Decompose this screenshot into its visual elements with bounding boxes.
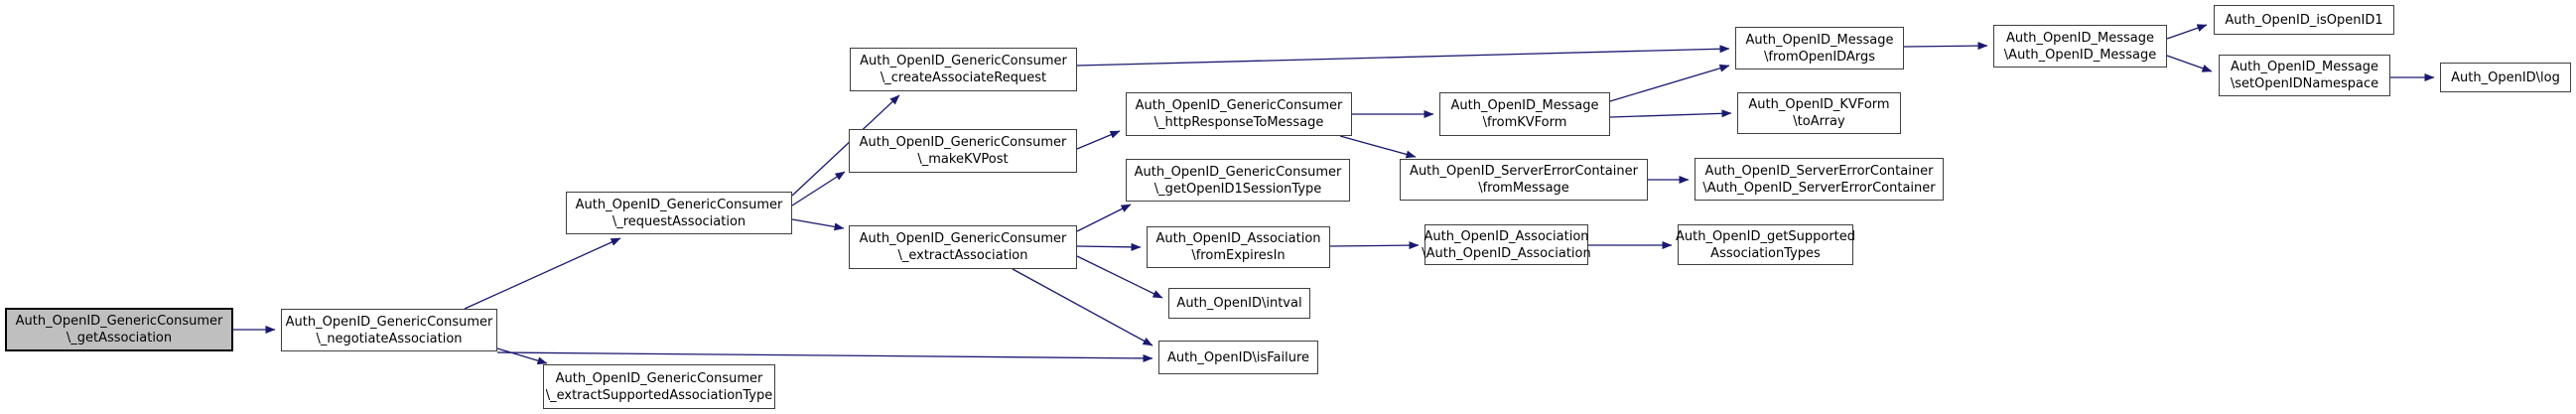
node-label: Auth_OpenID_GenericConsumer (15, 314, 223, 329)
node-messageCtor[interactable]: Auth_OpenID_Message \Auth_OpenID_Message (1993, 25, 2167, 68)
node-label: \fromMessage (1478, 181, 1569, 196)
node-label: \Auth_OpenID_Association (1422, 245, 1591, 261)
node-label: \Auth_OpenID_Message (2003, 47, 2157, 63)
node-intval[interactable]: Auth_OpenID\intval (1168, 288, 1310, 319)
edge-negotiateAssociation-isFailure (496, 351, 1153, 362)
edge-negotiateAssociation-requestAssociation (464, 237, 621, 310)
node-serverErrorFromMessage[interactable]: Auth_OpenID_ServerErrorContainer \fromMe… (1400, 159, 1648, 201)
edge-extractAssociation-isFailure (1012, 268, 1153, 346)
node-label: Auth_OpenID_isOpenID1 (2225, 12, 2383, 28)
node-negotiateAssociation[interactable]: Auth_OpenID_GenericConsumer \_negotiateA… (281, 309, 497, 351)
node-label: \_httpResponseToMessage (1153, 115, 1324, 130)
node-label: Auth_OpenID_Association (1424, 228, 1589, 244)
node-isOpenID1[interactable]: Auth_OpenID_isOpenID1 (2214, 5, 2394, 35)
edge-negotiateAssociation-extractSupportedAssociationType (496, 347, 548, 365)
node-label: Auth_OpenID_GenericConsumer (859, 231, 1067, 246)
node-label: Auth_OpenID\log (2451, 69, 2560, 85)
edge-fromOpenIDArgs-messageCtor (1903, 42, 1988, 51)
node-kvformToArray[interactable]: Auth_OpenID_KVForm \toArray (1737, 92, 1901, 134)
node-serverErrorCtor[interactable]: Auth_OpenID_ServerErrorContainer \Auth_O… (1695, 158, 1944, 201)
edge-fromKVForm-fromOpenIDArgs (1609, 64, 1730, 102)
node-label: Auth_OpenID_GenericConsumer (555, 370, 763, 386)
edge-httpResponseToMessage-fromMessage (1339, 135, 1417, 159)
node-getSupportedAssociationTypes[interactable]: Auth_OpenID_getSupported AssociationType… (1675, 224, 1856, 265)
node-isFailure[interactable]: Auth_OpenID\isFailure (1158, 341, 1318, 374)
node-label: Auth_OpenID_ServerErrorContainer (1704, 163, 1934, 179)
node-label: \_extractAssociation (897, 248, 1028, 263)
node-label: \_extractSupportedAssociationType (545, 387, 773, 403)
edge-makeKVPost-httpResponseToMessage (1076, 130, 1121, 150)
node-label: Auth_OpenID_GenericConsumer (860, 54, 1067, 69)
edge-messageCtor-isOpenID1 (2166, 24, 2208, 40)
node-associationCtor[interactable]: Auth_OpenID_Association \Auth_OpenID_Ass… (1422, 224, 1591, 265)
node-label: Auth_OpenID_Message (2005, 30, 2154, 46)
node-httpResponseToMessage[interactable]: Auth_OpenID_GenericConsumer \_httpRespon… (1126, 92, 1352, 136)
node-label: \_negotiateAssociation (316, 331, 463, 346)
node-label: \Auth_OpenID_ServerErrorContainer (1702, 180, 1936, 196)
edge-requestAssociation-makeKVPost (791, 171, 846, 207)
node-label: Auth_OpenID_Association (1155, 231, 1321, 246)
edge-extractAssociation-fromExpiresIn (1076, 242, 1142, 251)
node-label: \_makeKVPost (917, 152, 1009, 167)
node-label: \fromOpenIDArgs (1763, 49, 1875, 65)
node-label: \toArray (1793, 114, 1845, 129)
node-fromOpenIDArgs[interactable]: Auth_OpenID_Message \fromOpenIDArgs (1735, 27, 1904, 69)
node-extractSupportedAssociationType[interactable]: Auth_OpenID_GenericConsumer \_extractSup… (543, 364, 775, 409)
node-label: Auth_OpenID_GenericConsumer (285, 314, 493, 330)
edge-createAssociateRequest-fromOpenIDArgs (1076, 45, 1730, 67)
node-getAssociation: Auth_OpenID_GenericConsumer \_getAssocia… (5, 308, 233, 351)
node-makeKVPost[interactable]: Auth_OpenID_GenericConsumer \_makeKVPost (849, 129, 1077, 173)
node-label: Auth_OpenID\intval (1176, 296, 1302, 311)
edge-fromKVForm-toArray (1609, 109, 1732, 118)
node-label: Auth_OpenID_GenericConsumer (859, 135, 1067, 150)
node-label: Auth_OpenID_Message (2230, 60, 2378, 74)
node-label: \_createAssociateRequest (880, 70, 1047, 85)
node-label: Auth_OpenID_GenericConsumer (1134, 164, 1342, 180)
node-label: Auth_OpenID_KVForm (1748, 97, 1890, 112)
node-label: \_getAssociation (66, 331, 173, 345)
edge-requestAssociation-extractAssociation (791, 218, 845, 231)
edge-messageCtor-setOpenIDNamespace (2166, 55, 2213, 72)
node-log[interactable]: Auth_OpenID\log (2440, 63, 2571, 92)
node-label: \fromExpiresIn (1191, 248, 1286, 263)
node-fromExpiresIn[interactable]: Auth_OpenID_Association \fromExpiresIn (1147, 226, 1330, 268)
node-createAssociateRequest[interactable]: Auth_OpenID_GenericConsumer \_createAsso… (850, 48, 1077, 91)
node-label: \_getOpenID1SessionType (1153, 181, 1322, 197)
node-extractAssociation[interactable]: Auth_OpenID_GenericConsumer \_extractAss… (849, 225, 1077, 269)
node-label: Auth_OpenID_getSupported (1675, 228, 1856, 244)
node-label: Auth_OpenID\isFailure (1166, 349, 1310, 365)
node-requestAssociation[interactable]: Auth_OpenID_GenericConsumer \_requestAss… (566, 192, 792, 234)
node-label: \_requestAssociation (611, 213, 746, 229)
edge-extractAssociation-intval (1076, 255, 1163, 299)
node-setOpenIDNamespace[interactable]: Auth_OpenID_Message \setOpenIDNamespace (2219, 55, 2390, 96)
node-label: \setOpenIDNamespace (2230, 76, 2379, 91)
node-label: Auth_OpenID_ServerErrorContainer (1410, 164, 1638, 179)
edge-requestAssociation-createAssociateRequest (791, 94, 900, 197)
edge-fromExpiresIn-associationCtor (1329, 241, 1420, 250)
node-fromKVForm[interactable]: Auth_OpenID_Message \fromKVForm (1439, 92, 1610, 136)
edge-extractAssociation-getOpenID1SessionType (1076, 204, 1132, 232)
node-label: Auth_OpenID_GenericConsumer (575, 197, 783, 212)
node-label: Auth_OpenID_Message (1450, 98, 1599, 113)
node-getOpenID1SessionType[interactable]: Auth_OpenID_GenericConsumer \_getOpenID1… (1126, 159, 1350, 202)
node-label: \fromKVForm (1482, 115, 1567, 130)
node-label: AssociationTypes (1710, 245, 1821, 261)
node-label: Auth_OpenID_Message (1745, 32, 1894, 48)
node-label: Auth_OpenID_GenericConsumer (1135, 98, 1343, 113)
